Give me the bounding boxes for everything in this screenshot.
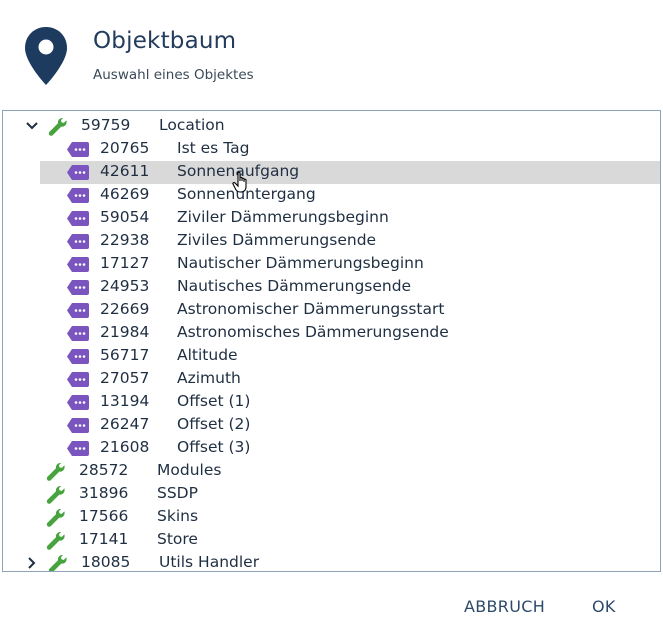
object-id: 27057	[100, 369, 150, 387]
object-label: Astronomischer Dämmerungsstart	[177, 300, 445, 318]
object-id: 22938	[100, 231, 150, 249]
variable-tag-icon	[67, 165, 89, 180]
variable-tag-icon	[67, 280, 89, 295]
object-label: Offset (1)	[177, 392, 251, 410]
object-label: Ist es Tag	[177, 139, 250, 157]
tree-variable-row[interactable]: 21984 Astronomisches Dämmerungsende	[3, 322, 660, 345]
tree-variable-row[interactable]: 24953 Nautisches Dämmerungsende	[3, 276, 660, 299]
wrench-icon	[46, 531, 65, 550]
tree-variable-row[interactable]: 26247 Offset (2)	[3, 414, 660, 437]
object-label: Location	[159, 116, 225, 134]
variable-tag-icon	[67, 326, 89, 341]
object-id: 18085	[81, 553, 131, 571]
variable-tag-icon	[67, 303, 89, 318]
object-id: 56717	[100, 346, 150, 364]
hand-cursor-icon	[232, 171, 247, 193]
tree-variable-row[interactable]: 17127 Nautischer Dämmerungsbeginn	[3, 253, 660, 276]
variable-tag-icon	[67, 234, 89, 249]
wrench-icon	[46, 508, 65, 527]
variable-tag-icon	[67, 188, 89, 203]
tree-variable-row[interactable]: 59054 Ziviler Dämmerungsbeginn	[3, 207, 660, 230]
cancel-button[interactable]: ABBRUCH	[464, 597, 546, 616]
variable-tag-icon	[67, 349, 89, 364]
tree-variable-row[interactable]: 27057 Azimuth	[3, 368, 660, 391]
object-label: Astronomisches Dämmerungsende	[177, 323, 449, 341]
tree-category-row[interactable]: 31896 SSDP	[3, 483, 660, 506]
wrench-icon	[48, 117, 67, 136]
variable-tag-icon	[67, 418, 89, 433]
object-id: 17566	[79, 507, 129, 525]
object-id: 22669	[100, 300, 150, 318]
object-id: 13194	[100, 392, 150, 410]
variable-tag-icon	[67, 211, 89, 226]
object-label: Altitude	[177, 346, 238, 364]
object-label: Sonnenuntergang	[177, 185, 316, 203]
object-label: Sonnenaufgang	[177, 162, 300, 180]
ok-button[interactable]: OK	[592, 597, 616, 616]
object-tree[interactable]: 59759 Location 20765 Ist es Tag 42611 Sonnena…	[2, 110, 661, 572]
object-label: Nautisches Dämmerungsende	[177, 277, 412, 295]
object-label: Modules	[157, 461, 222, 479]
object-label: SSDP	[157, 484, 198, 502]
object-label: Store	[157, 530, 198, 548]
tree-variable-row[interactable]: 56717 Altitude	[3, 345, 660, 368]
object-id: 21608	[100, 438, 150, 456]
object-label: Ziviles Dämmerungsende	[177, 231, 377, 249]
tree-variable-row[interactable]: 20765 Ist es Tag	[3, 138, 660, 161]
tree-category-row[interactable]: 17566 Skins	[3, 506, 660, 529]
object-id: 31896	[79, 484, 129, 502]
object-id: 59759	[81, 116, 131, 134]
variable-tag-icon	[67, 372, 89, 387]
tree-variable-row[interactable]: 22669 Astronomischer Dämmerungsstart	[3, 299, 660, 322]
tree-variable-row[interactable]: 42611 Sonnenaufgang	[3, 161, 660, 184]
tree-category-row[interactable]: 18085 Utils Handler	[3, 552, 660, 571]
object-label: Utils Handler	[159, 553, 260, 571]
dialog-title: Objektbaum	[93, 28, 237, 54]
variable-tag-icon	[67, 257, 89, 272]
wrench-icon	[46, 485, 65, 504]
dialog-subtitle: Auswahl eines Objektes	[93, 67, 254, 83]
wrench-icon	[46, 462, 65, 481]
tree-variable-row[interactable]: 46269 Sonnenuntergang	[3, 184, 660, 207]
dialog-footer: ABBRUCH OK	[0, 572, 663, 644]
object-id: 20765	[100, 139, 150, 157]
selection-highlight	[40, 161, 660, 184]
tree-variable-row[interactable]: 13194 Offset (1)	[3, 391, 660, 414]
variable-tag-icon	[67, 395, 89, 410]
tree-variable-row[interactable]: 21608 Offset (3)	[3, 437, 660, 460]
object-id: 17127	[100, 254, 150, 272]
object-label: Offset (3)	[177, 438, 251, 456]
object-id: 17141	[79, 530, 129, 548]
tree-variable-row[interactable]: 22938 Ziviles Dämmerungsende	[3, 230, 660, 253]
tree-category-row[interactable]: 59759 Location	[3, 115, 660, 138]
dialog-header: Objektbaum Auswahl eines Objektes	[0, 0, 663, 110]
object-label: Azimuth	[177, 369, 241, 387]
variable-tag-icon	[67, 142, 89, 157]
object-label: Offset (2)	[177, 415, 251, 433]
object-id: 46269	[100, 185, 150, 203]
object-id: 42611	[100, 162, 150, 180]
object-id: 59054	[100, 208, 150, 226]
object-id: 21984	[100, 323, 150, 341]
object-label: Nautischer Dämmerungsbeginn	[177, 254, 424, 272]
tree-category-row[interactable]: 28572 Modules	[3, 460, 660, 483]
chevron-right-icon[interactable]	[25, 556, 39, 570]
tree-category-row[interactable]: 17141 Store	[3, 529, 660, 552]
object-id: 24953	[100, 277, 150, 295]
object-label: Skins	[157, 507, 199, 525]
object-label: Ziviler Dämmerungsbeginn	[177, 208, 389, 226]
object-id: 26247	[100, 415, 150, 433]
chevron-down-icon[interactable]	[25, 119, 39, 133]
variable-tag-icon	[67, 441, 89, 456]
wrench-icon	[48, 554, 67, 571]
location-pin-icon	[25, 27, 67, 85]
object-id: 28572	[79, 461, 129, 479]
